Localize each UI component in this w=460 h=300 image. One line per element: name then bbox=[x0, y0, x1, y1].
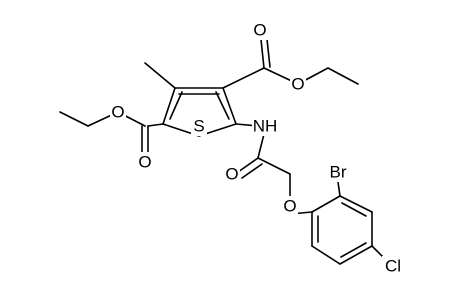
atom-o-ester-top-carbonyl: O bbox=[253, 21, 266, 40]
bond-c4-c5 bbox=[222, 87, 237, 125]
benzene-ring bbox=[311, 195, 373, 265]
bond-c4-carbonyl-c bbox=[222, 67, 265, 89]
bond-co-ch2 bbox=[257, 157, 291, 175]
bond-ch2-ch3 bbox=[327, 67, 359, 85]
bond-n-carbonyl-c bbox=[257, 133, 265, 159]
bond-c2-carbonyl-c bbox=[147, 123, 164, 127]
bond-amide-co bbox=[237, 157, 259, 173]
amide-chain bbox=[235, 123, 313, 215]
bond-ar2-ar3-double bbox=[341, 202, 367, 217]
bond-c4-c5-double-right bbox=[215, 91, 230, 120]
bond-methyl bbox=[144, 62, 176, 89]
bond-ar5-ar6 bbox=[311, 245, 341, 265]
atom-nh: NH bbox=[253, 117, 278, 136]
atom-s-ring: S bbox=[193, 117, 204, 136]
bond-ar1-ar2 bbox=[311, 195, 341, 213]
thiophene-ring bbox=[162, 87, 237, 137]
atom-o-ester-top-ether: O bbox=[291, 75, 304, 94]
atom-o-ester-left-carbonyl: O bbox=[138, 153, 151, 172]
bond-amide-co-double bbox=[241, 163, 263, 179]
bond-ar-br bbox=[337, 181, 341, 197]
atom-br: Br bbox=[330, 163, 347, 182]
atom-labels: O O S NH O O O O Br Cl bbox=[110, 20, 404, 276]
bond-ar2-ar3 bbox=[339, 195, 373, 213]
bond-ch2-ch3-left bbox=[59, 111, 89, 127]
bond-c2-c3-double-left bbox=[169, 91, 183, 120]
atom-o-phenoxy: O bbox=[283, 197, 296, 216]
atom-cl: Cl bbox=[385, 257, 401, 276]
atom-o-amide: O bbox=[225, 165, 238, 184]
atom-o-ester-left-ether: O bbox=[111, 103, 124, 122]
bond-ar4-ar5 bbox=[339, 245, 373, 265]
bond-c3-c2 bbox=[162, 87, 176, 125]
bond-ar4-ar5-double bbox=[340, 242, 367, 258]
